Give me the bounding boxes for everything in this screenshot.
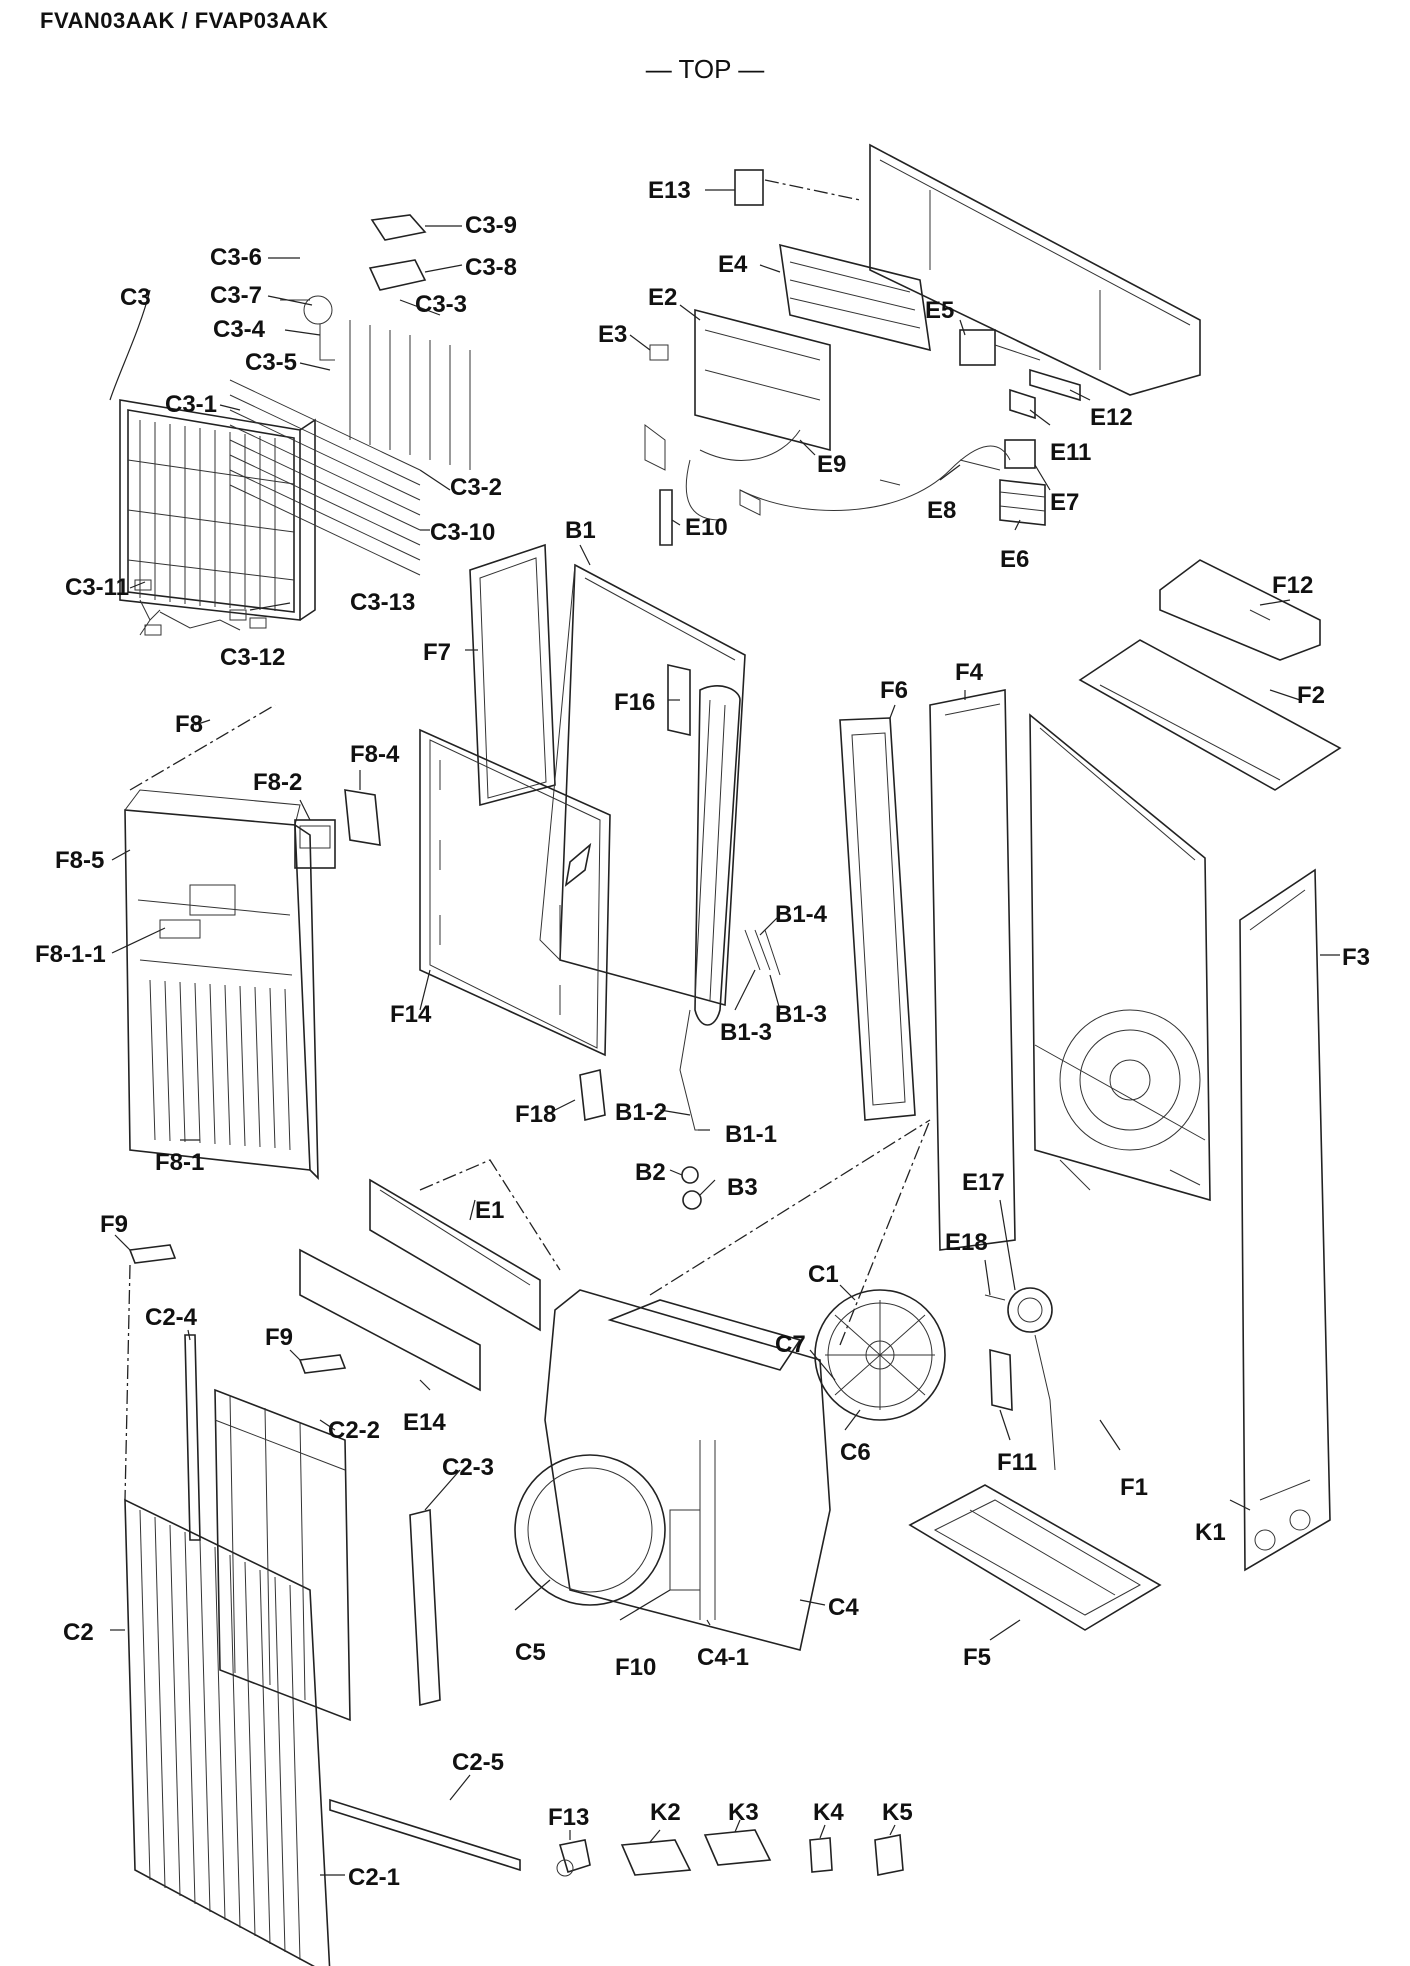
- label-c1: C1: [808, 1261, 839, 1288]
- label-c3-7: C3-7: [210, 282, 262, 309]
- label-e7: E7: [1050, 489, 1079, 516]
- fan-motor-group: [514, 1119, 1162, 1651]
- label-e11: E11: [1050, 439, 1091, 466]
- label-c3-2: C3-2: [450, 474, 502, 501]
- label-c5: C5: [515, 1639, 546, 1666]
- label-c3-9: C3-9: [465, 212, 517, 239]
- label-e3: E3: [598, 321, 627, 348]
- grille-filter-group: [124, 1244, 521, 1966]
- view-label: — TOP —: [645, 54, 765, 84]
- label-e6: E6: [1000, 546, 1029, 573]
- label-c2-3: C2-3: [442, 1454, 494, 1481]
- label-c7: C7: [775, 1331, 806, 1358]
- label-c2-1: C2-1: [348, 1864, 400, 1891]
- label-f7: F7: [423, 639, 451, 666]
- label-f9-mid: F9: [265, 1324, 293, 1351]
- label-e10: E10: [685, 514, 728, 541]
- label-c3-6: C3-6: [210, 244, 262, 271]
- bracket-group: [299, 1159, 561, 1392]
- label-f8: F8: [175, 711, 203, 738]
- label-c3-1: C3-1: [165, 391, 217, 418]
- label-f5: F5: [963, 1644, 991, 1671]
- label-f12: F12: [1272, 572, 1313, 599]
- label-f13: F13: [548, 1804, 589, 1831]
- accessories-group: [556, 1829, 904, 1877]
- label-e4: E4: [718, 251, 748, 278]
- label-c2-5: C2-5: [452, 1749, 504, 1776]
- label-k1: K1: [1195, 1519, 1226, 1546]
- label-e9: E9: [817, 451, 846, 478]
- label-c4: C4: [828, 1594, 859, 1621]
- label-f1: F1: [1120, 1474, 1148, 1501]
- part-labels: C3 C3-1 C3-2 C3-3 C3-4 C3-5 C3-6 C3-7 C3…: [35, 177, 1370, 1891]
- label-f11: F11: [997, 1449, 1037, 1476]
- label-c3-3: C3-3: [415, 291, 467, 318]
- label-b1-4: B1-4: [775, 901, 828, 928]
- label-e18: E18: [945, 1229, 988, 1256]
- label-c3-13: C3-13: [350, 589, 415, 616]
- label-e8: E8: [927, 497, 956, 524]
- label-c2-2: C2-2: [328, 1417, 380, 1444]
- label-b1-1: B1-1: [725, 1121, 777, 1148]
- side-panel-group: [419, 543, 781, 1210]
- label-b1-3-right: B1-3: [775, 1001, 827, 1028]
- label-c4-1: C4-1: [697, 1644, 749, 1671]
- label-f8-1-1: F8-1-1: [35, 941, 106, 968]
- label-f14: F14: [390, 1001, 432, 1028]
- label-e2: E2: [648, 284, 677, 311]
- label-c3-12: C3-12: [220, 644, 285, 671]
- label-f3: F3: [1342, 944, 1370, 971]
- label-b1: B1: [565, 517, 596, 544]
- label-b3: B3: [727, 1174, 758, 1201]
- front-panel-group: [124, 704, 381, 1180]
- leader-lines: [109, 189, 1340, 1876]
- label-f16: F16: [614, 689, 655, 716]
- label-e1: E1: [475, 1197, 504, 1224]
- label-e14: E14: [403, 1409, 446, 1436]
- label-c3-11: C3-11: [65, 574, 129, 601]
- label-b1-2: B1-2: [615, 1099, 667, 1126]
- label-c3-5: C3-5: [245, 349, 297, 376]
- label-k3: K3: [728, 1799, 759, 1826]
- label-f8-4: F8-4: [350, 741, 400, 768]
- label-k5: K5: [882, 1799, 913, 1826]
- label-c3-4: C3-4: [213, 316, 266, 343]
- label-f8-1: F8-1: [155, 1149, 204, 1176]
- casing-group: [839, 559, 1342, 1572]
- heat-exchanger-group: [119, 214, 471, 636]
- label-k2: K2: [650, 1799, 681, 1826]
- label-b1-3-left: B1-3: [720, 1019, 772, 1046]
- control-box-group: [644, 143, 1201, 546]
- label-c3-10: C3-10: [430, 519, 495, 546]
- label-f10: F10: [615, 1654, 656, 1681]
- label-f6: F6: [880, 677, 908, 704]
- label-e12: E12: [1090, 404, 1133, 431]
- label-e13: E13: [648, 177, 691, 204]
- label-k4: K4: [813, 1799, 844, 1826]
- label-c6: C6: [840, 1439, 871, 1466]
- label-e5: E5: [925, 297, 954, 324]
- label-f18: F18: [515, 1101, 556, 1128]
- label-c2-4: C2-4: [145, 1304, 198, 1331]
- label-f4: F4: [955, 659, 984, 686]
- label-f8-5: F8-5: [55, 847, 104, 874]
- label-f8-2: F8-2: [253, 769, 302, 796]
- model-title: FVAN03AAK / FVAP03AAK: [40, 8, 329, 33]
- label-f9-top: F9: [100, 1211, 128, 1238]
- label-b2: B2: [635, 1159, 666, 1186]
- label-c3-8: C3-8: [465, 254, 517, 281]
- label-e17: E17: [962, 1169, 1005, 1196]
- label-c3: C3: [120, 284, 151, 311]
- label-c2: C2: [63, 1619, 94, 1646]
- label-f2: F2: [1297, 682, 1325, 709]
